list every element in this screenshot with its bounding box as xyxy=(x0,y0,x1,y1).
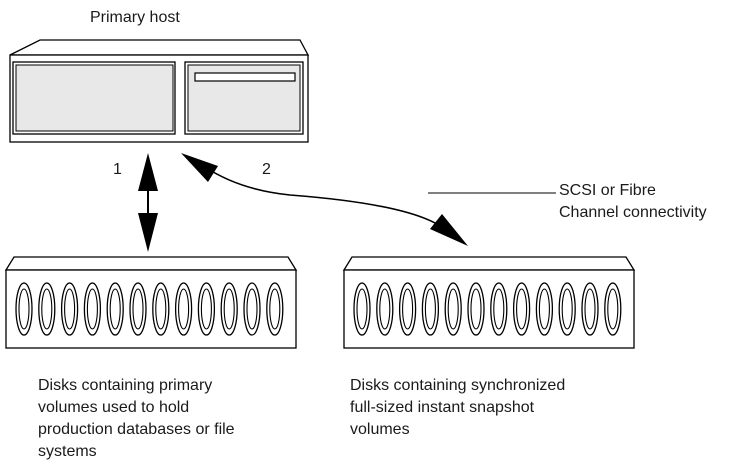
primary-disk xyxy=(83,282,102,336)
snapshot-disk xyxy=(535,282,554,336)
primary-disks-caption-line-2: volumes used to hold xyxy=(38,399,190,416)
primary-disk xyxy=(220,282,238,336)
primary-disk xyxy=(243,282,261,336)
snapshot-disks-caption-line-1: Disks containing synchronized xyxy=(350,377,566,394)
primary-disk-array xyxy=(4,256,298,349)
snapshot-disks-caption-line-3: volumes xyxy=(350,421,410,438)
primary-disk xyxy=(15,282,33,336)
snapshot-disk xyxy=(467,282,485,336)
primary-disk xyxy=(38,282,56,336)
snapshot-disk xyxy=(444,282,462,336)
primary-disk xyxy=(129,282,147,336)
link-1-arrow xyxy=(138,153,158,252)
primary-host-server xyxy=(9,39,310,143)
snapshot-disk xyxy=(581,282,599,336)
connectivity-label-line-1: SCSI or Fibre xyxy=(559,182,656,199)
snapshot-disk xyxy=(604,282,622,336)
primary-disk xyxy=(106,282,124,336)
connectivity-label: SCSI or Fibre Channel connectivity xyxy=(559,180,707,224)
primary-disk xyxy=(197,282,216,336)
primary-disks-caption-line-4: systems xyxy=(38,443,97,460)
primary-disk xyxy=(152,282,170,336)
snapshot-disk xyxy=(353,282,371,336)
snapshot-disk xyxy=(421,282,440,336)
primary-disk xyxy=(174,282,193,336)
primary-disk xyxy=(60,282,79,336)
snapshot-disks-caption: Disks containing synchronized full-sized… xyxy=(350,375,565,441)
primary-disks-caption-line-3: production databases or file xyxy=(38,421,235,438)
snapshot-disk-array xyxy=(342,256,636,349)
primary-disks-caption: Disks containing primary volumes used to… xyxy=(38,375,235,463)
snapshot-disk xyxy=(376,282,394,336)
link-2-label: 2 xyxy=(262,161,271,178)
snapshot-disk xyxy=(512,282,531,336)
snapshot-disk xyxy=(490,282,508,336)
primary-disk xyxy=(266,282,284,336)
snapshot-disks-caption-line-2: full-sized instant snapshot xyxy=(350,399,535,416)
primary-host-label: Primary host xyxy=(90,9,180,26)
primary-disks-caption-line-1: Disks containing primary xyxy=(38,377,213,394)
snapshot-disk xyxy=(398,282,417,336)
link-1-label: 1 xyxy=(113,161,122,178)
connectivity-label-line-2: Channel connectivity xyxy=(559,204,707,221)
snapshot-disk xyxy=(558,282,576,336)
link-2-arrow xyxy=(181,153,468,246)
